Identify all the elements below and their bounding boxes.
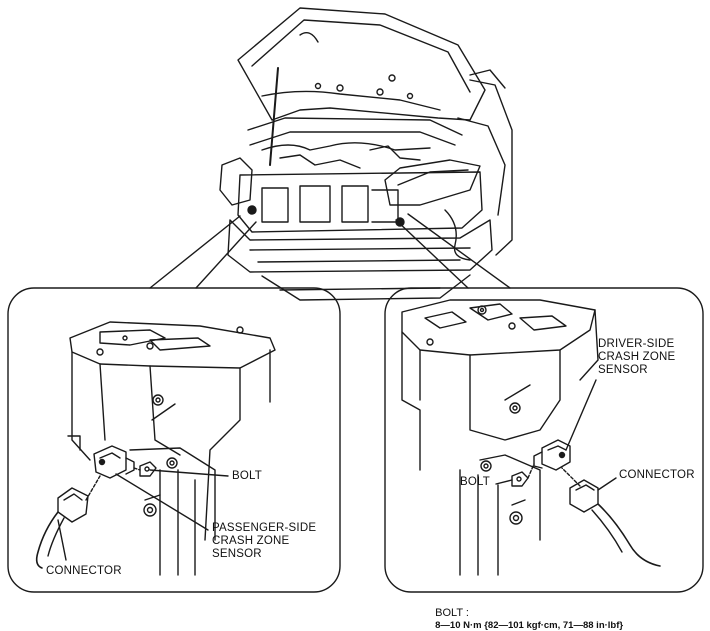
driver-side-sensor-parts bbox=[511, 439, 661, 567]
torque-value: 8—10 N·m {82—101 kgf·cm, 71—88 in·lbf} bbox=[435, 620, 624, 631]
hood bbox=[237, 7, 486, 121]
driver-side-detail-panel bbox=[384, 287, 704, 593]
driver-side-leaders bbox=[495, 379, 617, 491]
left-headlight bbox=[219, 157, 253, 206]
left-connector-label: CONNECTOR bbox=[46, 565, 122, 577]
left-bolt-label: BOLT bbox=[232, 470, 262, 482]
torque-label: BOLT : bbox=[435, 607, 469, 619]
passenger-side-sensor-label: PASSENGER-SIDE CRASH ZONE SENSOR bbox=[212, 522, 317, 560]
right-connector-label: CONNECTOR bbox=[619, 469, 695, 481]
passenger-side-detail-panel bbox=[7, 287, 341, 593]
passenger-side-sensor-parts bbox=[35, 445, 157, 569]
vehicle-front bbox=[219, 7, 513, 301]
driver-side-bracket bbox=[401, 299, 599, 576]
passenger-side-bracket bbox=[67, 321, 276, 576]
right-bolt-label: BOLT bbox=[460, 476, 490, 488]
diagram-canvas bbox=[7, 7, 704, 593]
zoom-lines bbox=[149, 213, 511, 289]
torque-spec: BOLT : 8—10 N·m {82—101 kgf·cm, 71—88 in… bbox=[429, 595, 623, 631]
passenger-side-leaders bbox=[57, 469, 229, 561]
driver-side-sensor-label: DRIVER-SIDE CRASH ZONE SENSOR bbox=[598, 338, 676, 376]
right-headlight bbox=[384, 159, 481, 206]
